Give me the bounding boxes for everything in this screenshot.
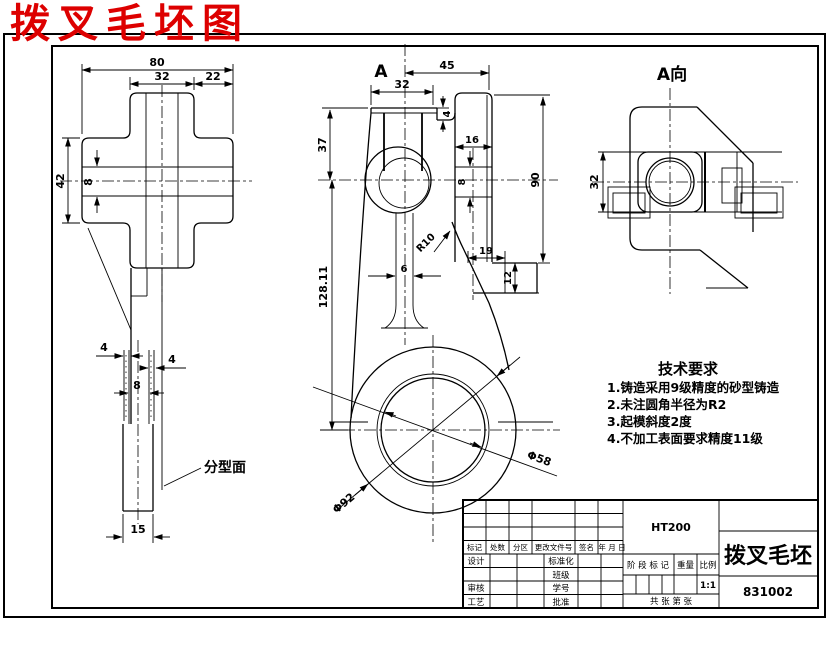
dim-32-aview-text: 32	[588, 174, 601, 189]
dim-32-flange: 32	[370, 78, 434, 105]
tech-requirements: 技术要求 1.铸造采用9级精度的砂型铸造 2.未注圆角半径为R2 3.起模斜度2…	[607, 360, 780, 446]
a-view-hole-inner	[648, 160, 692, 204]
parting-surface-label: 分型面	[204, 459, 246, 476]
dim-16: 16	[454, 135, 493, 150]
a-view-right-tab	[734, 186, 784, 219]
tb-row-approve: 批准	[552, 597, 570, 608]
dim-8-stem: 8	[114, 379, 164, 396]
dim-32-flange-text: 32	[394, 78, 409, 91]
ring-hole-circle	[380, 377, 486, 483]
tb-col-date: 年 月 日	[598, 542, 625, 552]
drawing-title: 拨叉毛坯图	[10, 1, 250, 46]
tb-scale: 比例	[699, 560, 716, 571]
dim-8-strip-text: 8	[457, 178, 468, 185]
a-direction-view: A向 32	[588, 64, 798, 294]
dim-4-notch: 4	[437, 96, 453, 132]
tb-stage-mark: 阶 段 标 记	[627, 560, 670, 571]
tech-req-title: 技术要求	[658, 360, 719, 378]
dim-8-strip: 8	[457, 151, 473, 213]
dia-92-text: Φ92	[330, 490, 357, 516]
radius-r10: R10	[415, 230, 451, 255]
section-label-a: A	[374, 62, 388, 82]
dim-22-text: 22	[205, 70, 220, 83]
dim-19-text: 19	[479, 246, 493, 257]
dim-45-text: 45	[439, 59, 454, 72]
dim-4-left: 4	[96, 341, 143, 359]
tb-row-standard: 标准化	[548, 556, 574, 567]
tb-material: HT200	[651, 521, 691, 534]
tb-part-name: 拨叉毛坯	[724, 544, 812, 569]
dim-32-aview: 32	[588, 151, 606, 213]
dim-32-text: 32	[154, 70, 169, 83]
tb-col-count: 处数	[490, 542, 505, 552]
sheet-borders	[3, 33, 826, 618]
tb-row-student: 学号	[552, 583, 569, 594]
dim-8-arm-text: 8	[82, 178, 95, 186]
dim-37-text: 37	[316, 137, 329, 152]
tb-weight: 重量	[677, 560, 695, 571]
dim-15: 15	[106, 514, 170, 543]
dim-80: 80	[81, 56, 234, 134]
dim-12: 12	[495, 262, 539, 294]
a-view-hole-outer	[645, 157, 695, 207]
dim-32-22: 32 22	[129, 70, 234, 90]
a-view-label: A向	[657, 64, 687, 85]
dim-42-text: 42	[54, 173, 67, 188]
dim-19: 19	[467, 246, 506, 293]
dia-92: Φ92	[330, 356, 521, 516]
dim-15-text: 15	[130, 523, 145, 536]
dim-6-text: 6	[401, 264, 408, 275]
a-view-inner-square	[637, 151, 703, 213]
tb-scale-value: 1:1	[700, 581, 716, 591]
dim-128: 128.11	[317, 179, 348, 431]
ring-boss-circle	[376, 373, 490, 487]
parting-surface-callout: 分型面	[163, 459, 246, 487]
dim-16-text: 16	[465, 135, 479, 146]
tb-col-mark: 标记	[467, 542, 482, 552]
dim-4-right: 4	[139, 353, 186, 371]
tb-col-doc: 更改文件号	[535, 542, 573, 552]
dim-4-notch-text: 4	[442, 110, 453, 117]
tb-row-design: 设计	[467, 556, 485, 567]
upper-hole-circle	[378, 157, 430, 209]
tech-req-item-3: 3.起模斜度2度	[607, 414, 692, 429]
tb-col-zone: 分区	[513, 543, 528, 552]
dim-6: 6	[368, 264, 441, 279]
tech-req-item-1: 1.铸造采用9级精度的砂型铸造	[607, 380, 780, 395]
dim-37: 37	[316, 107, 368, 181]
tech-req-item-4: 4.不加工表面要求精度11级	[607, 431, 763, 446]
dim-8-arm: 8	[82, 150, 100, 213]
main-view: A	[312, 44, 560, 545]
dim-128-text: 128.11	[317, 266, 330, 308]
tb-row-class: 班级	[552, 570, 570, 581]
tb-row-check: 审核	[467, 583, 485, 594]
dim-4-left-text: 4	[100, 341, 108, 354]
dim-45: 45	[404, 59, 490, 90]
tb-col-sign: 签名	[579, 542, 594, 552]
fork-head-outline	[81, 92, 234, 269]
front-view: 80 32 22 42 8 4	[54, 56, 252, 543]
a-view-left-tab	[607, 186, 651, 219]
tb-sheets: 共 张 第 张	[650, 596, 693, 607]
tech-req-item-2: 2.未注圆角半径为R2	[607, 397, 726, 412]
dim-80-text: 80	[149, 56, 165, 69]
dim-90-text: 90	[529, 172, 542, 188]
tb-drawing-number: 831002	[743, 585, 793, 599]
tb-row-process: 工艺	[467, 598, 484, 608]
dim-90: 90	[494, 94, 550, 264]
dim-12-text: 12	[503, 271, 514, 285]
dim-4-right-text: 4	[168, 353, 176, 366]
dim-42: 42	[54, 137, 80, 224]
title-block: 标记 处数 分区 更改文件号 签名 年 月 日 设计 标准化 班级 审核 学号 …	[462, 499, 819, 609]
ring-outer-circle	[349, 346, 517, 514]
dim-8-stem-text: 8	[133, 379, 141, 392]
